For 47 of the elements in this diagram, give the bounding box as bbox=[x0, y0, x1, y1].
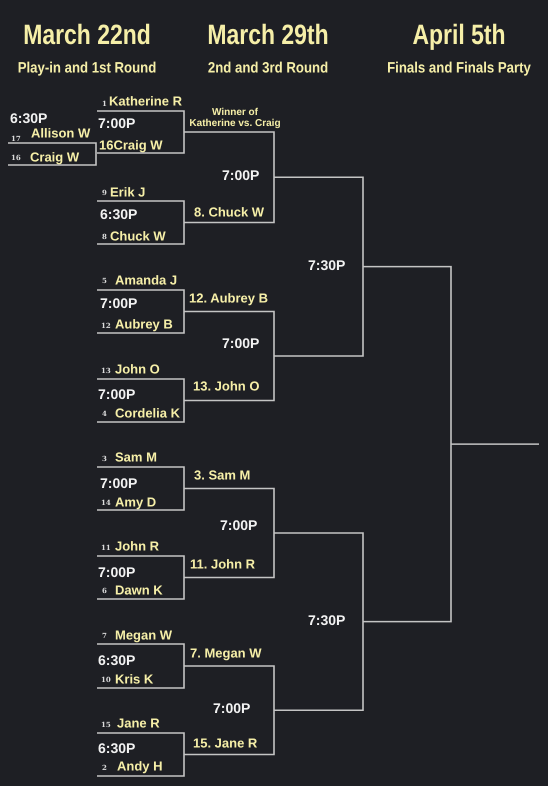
winner-name: 7. Megan W bbox=[190, 646, 262, 662]
winner-name: 3. Sam M bbox=[194, 468, 250, 484]
game-time: 7:00P bbox=[222, 166, 260, 184]
round-subheading: 2nd and 3rd Round bbox=[208, 59, 328, 77]
round-subheading: Play-in and 1st Round bbox=[18, 59, 156, 77]
player-name: Erik J bbox=[110, 186, 146, 200]
player-name: Chuck W bbox=[110, 230, 166, 244]
game-time: 7:30P bbox=[308, 612, 346, 628]
game-time: 7:00P bbox=[98, 386, 136, 402]
player-name: Dawn K bbox=[115, 584, 163, 598]
date-heading: March 29th bbox=[207, 18, 329, 52]
player-name: Amanda J bbox=[115, 274, 178, 288]
player-name: Amy D bbox=[115, 496, 156, 510]
player-name: Cordelia K bbox=[115, 406, 180, 422]
player-name: Sam M bbox=[115, 450, 157, 466]
player-name: Katherine R bbox=[109, 94, 182, 110]
game-time: 7:00P bbox=[98, 564, 136, 580]
winner-name: 13. John O bbox=[193, 380, 260, 394]
date-heading: March 22nd bbox=[23, 18, 151, 52]
player-name: Aubrey B bbox=[115, 318, 173, 332]
player-name: John R bbox=[115, 540, 160, 554]
winner-note: Winner of Katherine vs. Craig bbox=[188, 107, 282, 129]
player-name: John O bbox=[115, 362, 160, 378]
winner-name: 11. John R bbox=[190, 558, 256, 572]
game-time: 7:30P bbox=[308, 256, 346, 274]
round-subheading: Finals and Finals Party bbox=[387, 59, 531, 77]
winner-name: 15. Jane R bbox=[193, 736, 258, 752]
game-time: 6:30P bbox=[10, 110, 48, 126]
player-name: Andy H bbox=[117, 760, 162, 774]
player-name: Megan W bbox=[115, 628, 172, 644]
game-time: 7:00P bbox=[222, 334, 260, 352]
game-time: 6:30P bbox=[98, 740, 136, 756]
game-time: 7:00P bbox=[98, 114, 136, 132]
player-name: Allison W bbox=[31, 126, 90, 142]
winner-name: 8. Chuck W bbox=[194, 206, 264, 220]
game-time: 7:00P bbox=[220, 516, 258, 534]
game-time: 7:00P bbox=[100, 474, 138, 492]
game-time: 7:00P bbox=[213, 700, 250, 716]
player-name: 16Craig W bbox=[99, 138, 163, 154]
date-heading: April 5th bbox=[412, 18, 506, 52]
game-time: 7:00P bbox=[100, 294, 138, 312]
game-time: 6:30P bbox=[100, 206, 138, 222]
player-name: Craig W bbox=[30, 150, 80, 166]
game-time: 6:30P bbox=[98, 652, 136, 668]
winner-name: 12. Aubrey B bbox=[189, 292, 268, 306]
player-name: Jane R bbox=[117, 716, 160, 732]
player-name: Kris K bbox=[115, 672, 154, 688]
